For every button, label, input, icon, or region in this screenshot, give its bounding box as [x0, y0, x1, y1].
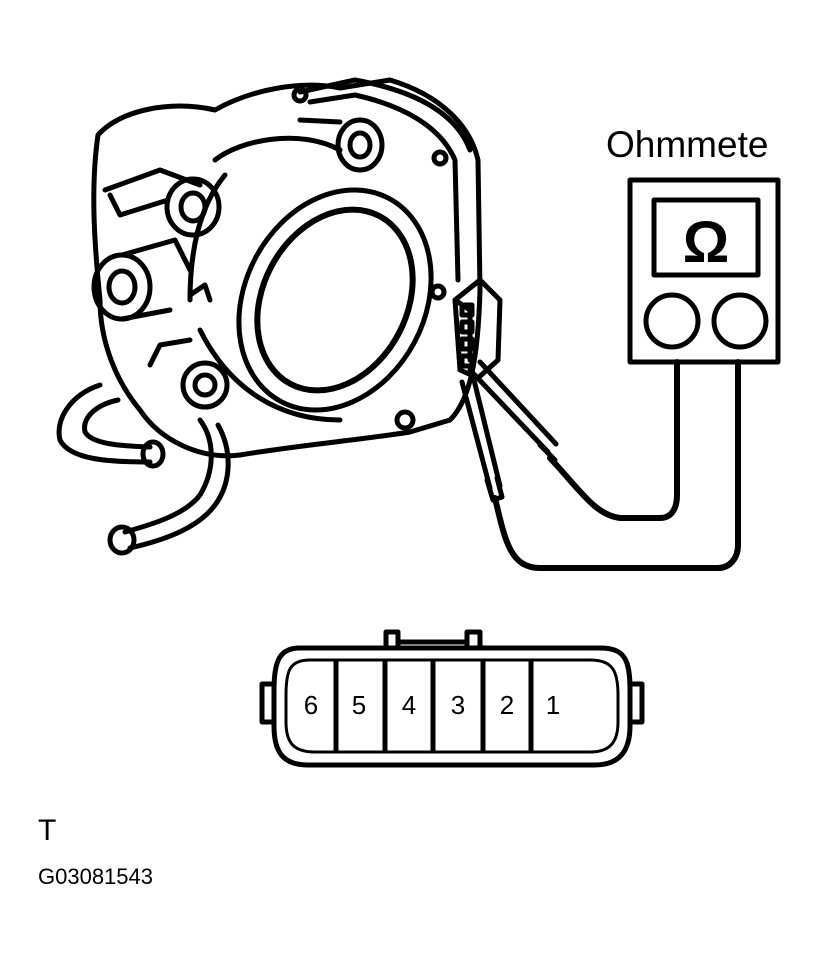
pin-label: 4 — [402, 690, 416, 720]
pin-label: 2 — [500, 690, 514, 720]
test-probes — [459, 359, 559, 503]
figure-code: G03081543 — [38, 864, 153, 889]
pin-label: 1 — [546, 690, 560, 720]
coolant-pipes — [56, 382, 231, 556]
throttle-position-sensor-connector — [452, 277, 503, 381]
ohmmeter-title: Ohmmete — [606, 124, 769, 165]
throttle-body — [91, 77, 483, 459]
omega-icon: Ω — [683, 210, 730, 275]
ohmmeter — [627, 177, 781, 365]
pin-label: 6 — [304, 690, 318, 720]
pin-label: 5 — [352, 690, 366, 720]
pin-label: 3 — [451, 690, 465, 720]
connector-pin-labels: 6 5 4 3 2 1 — [304, 690, 560, 720]
test-leads — [492, 359, 741, 571]
connector-face — [259, 629, 645, 768]
footnote-letter: T — [38, 814, 57, 847]
